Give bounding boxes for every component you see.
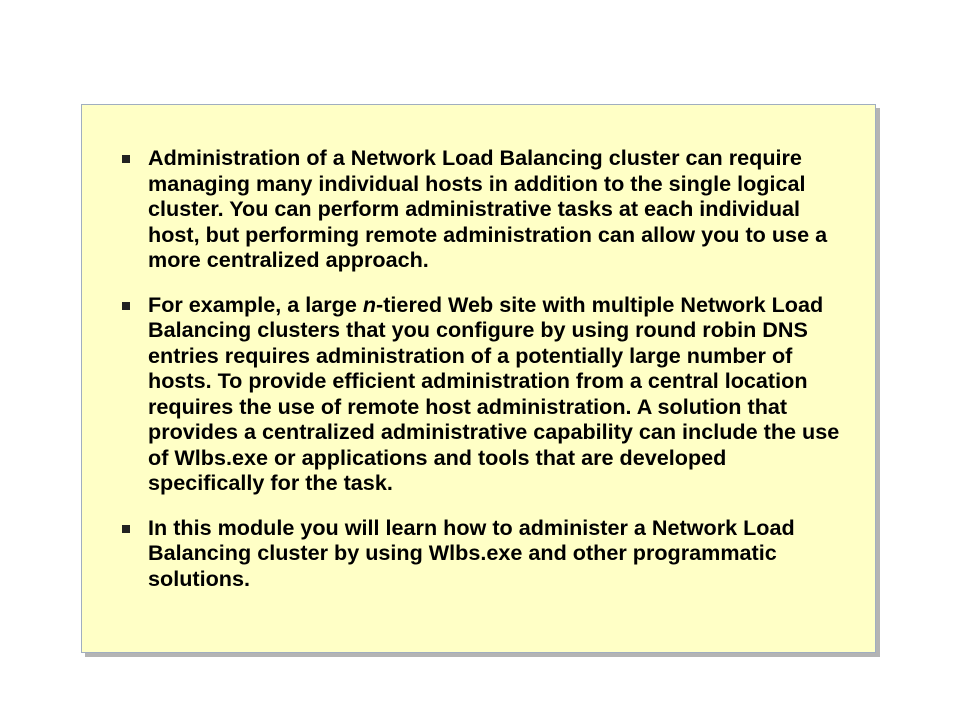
text-line: requires the use of remote host administ… (148, 393, 788, 419)
text-line: of Wlbs.exe or applications and tools th… (148, 444, 727, 470)
text-line: more centralized approach. (148, 247, 429, 272)
bullet-text: Administration of a Network Load Balanci… (148, 145, 872, 273)
text-line: In this module you will learn how to adm… (148, 514, 795, 540)
text-line: solutions. (148, 565, 250, 591)
square-bullet-icon (122, 524, 130, 533)
text-line: Administration of a Network Load Balanci… (148, 145, 802, 170)
bullet-text: In this module you will learn how to adm… (148, 515, 872, 592)
text-line: hosts. To provide efficient administrati… (148, 368, 808, 393)
text-line: host, but performing remote administrati… (148, 221, 828, 247)
bullet-text: For example, a large n-tiered Web site w… (148, 292, 872, 496)
bullet-item: In this module you will learn how to adm… (82, 515, 872, 592)
italic-variable: n (362, 291, 377, 317)
square-bullet-icon (122, 155, 130, 163)
text-line: entries requires administration of a pot… (148, 342, 793, 368)
bullet-item: Administration of a Network Load Balanci… (82, 145, 872, 273)
bullet-item: For example, a large n-tiered Web site w… (82, 292, 872, 496)
square-bullet-icon (122, 301, 130, 310)
text-line: provides a centralized administrative ca… (148, 419, 840, 444)
bullet-list: Administration of a Network Load Balanci… (82, 145, 872, 610)
text-segment: For example, a large (148, 291, 363, 317)
text-line: specifically for the task. (148, 470, 393, 495)
text-line: Balancing cluster by using Wlbs.exe and … (148, 540, 777, 565)
text-line: cluster. You can perform administrative … (148, 196, 801, 221)
text-line: Balancing clusters that you configure by… (148, 317, 808, 342)
text-line: managing many individual hosts in additi… (148, 170, 806, 196)
text-segment: -tiered Web site with multiple Network L… (376, 291, 824, 317)
text-line: For example, a large n-tiered Web site w… (148, 292, 872, 318)
content-box: Administration of a Network Load Balanci… (81, 104, 876, 653)
